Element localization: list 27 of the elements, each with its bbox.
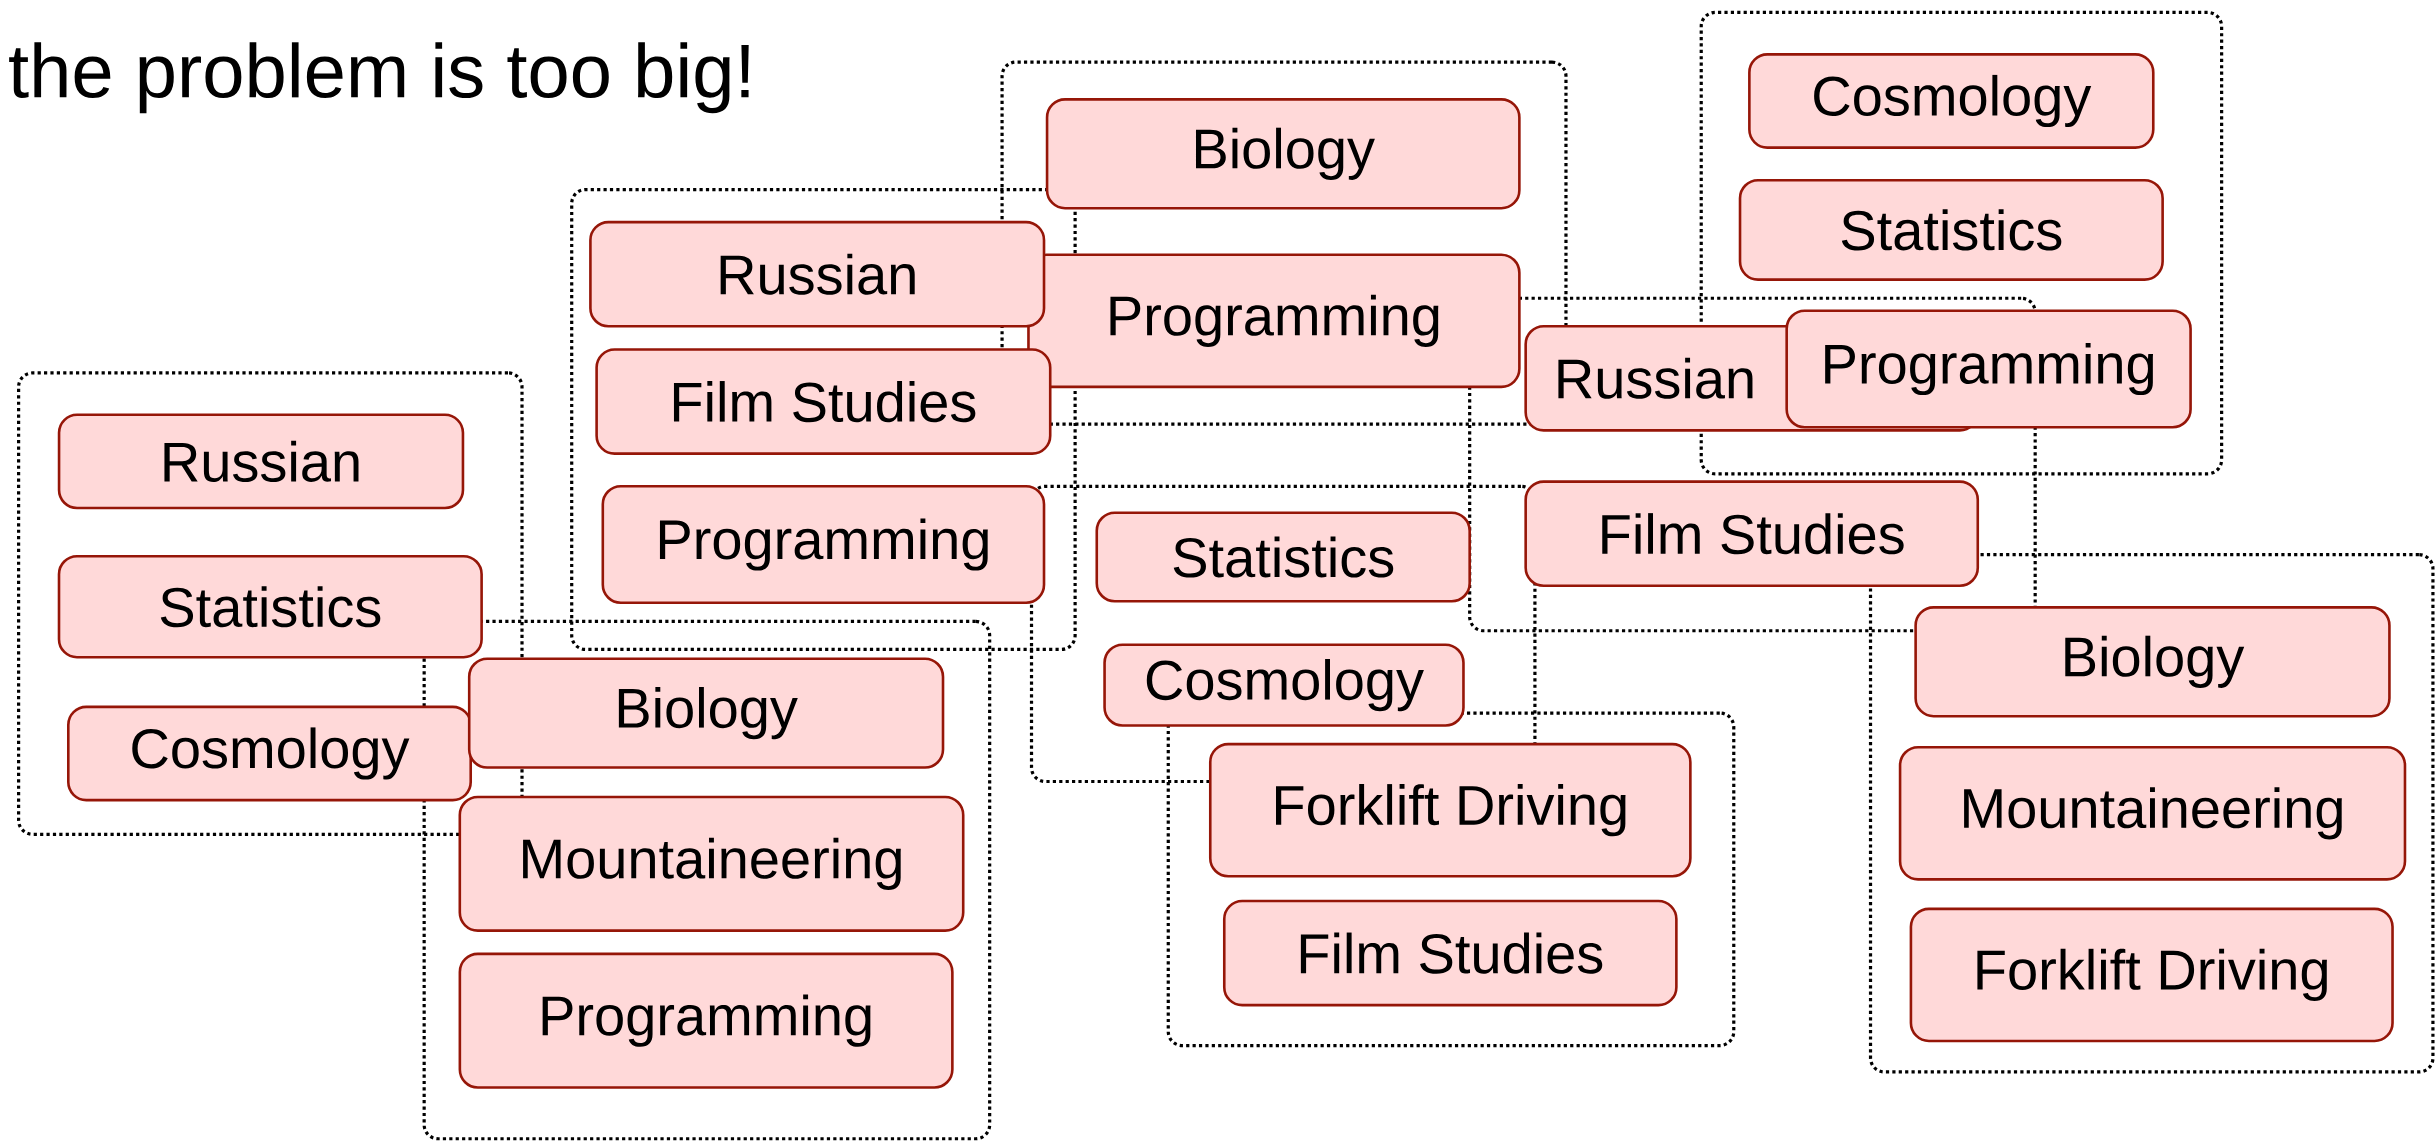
subject-box: Biology bbox=[467, 657, 945, 769]
subject-box: Russian bbox=[589, 220, 1046, 328]
dotted-group-box bbox=[17, 371, 524, 836]
dotted-group-box bbox=[422, 619, 992, 1141]
subject-box: Cosmology bbox=[1748, 53, 2155, 149]
dotted-group-box bbox=[570, 187, 1077, 652]
subject-box: Biology bbox=[1045, 98, 1521, 210]
subject-box: Statistics bbox=[1095, 511, 1471, 603]
dotted-group-box bbox=[1868, 553, 2435, 1074]
subject-box: Statistics bbox=[1738, 178, 2164, 281]
subject-box: Programming bbox=[458, 952, 954, 1089]
subject-box: Russian bbox=[57, 413, 465, 510]
subject-box: Mountaineering bbox=[1898, 745, 2407, 881]
subject-box: Film Studies bbox=[595, 348, 1052, 455]
subject-box: Programming bbox=[1027, 253, 1521, 389]
subject-box: Film Studies bbox=[1222, 899, 1678, 1007]
subject-box: Forklift Driving bbox=[1909, 907, 2394, 1043]
subject-box: Statistics bbox=[57, 554, 483, 659]
subject-box: Mountaineering bbox=[458, 795, 965, 932]
subject-box: Programming bbox=[601, 484, 1046, 605]
subject-box: Biology bbox=[1914, 606, 2391, 718]
heading: the problem is too big! bbox=[9, 42, 749, 114]
subject-box: Cosmology bbox=[67, 705, 472, 802]
subject-box: Programming bbox=[1785, 309, 2192, 429]
subject-box: Forklift Driving bbox=[1208, 742, 1692, 878]
subject-box: Cosmology bbox=[1103, 643, 1465, 727]
subject-box: Film Studies bbox=[1524, 480, 1980, 588]
